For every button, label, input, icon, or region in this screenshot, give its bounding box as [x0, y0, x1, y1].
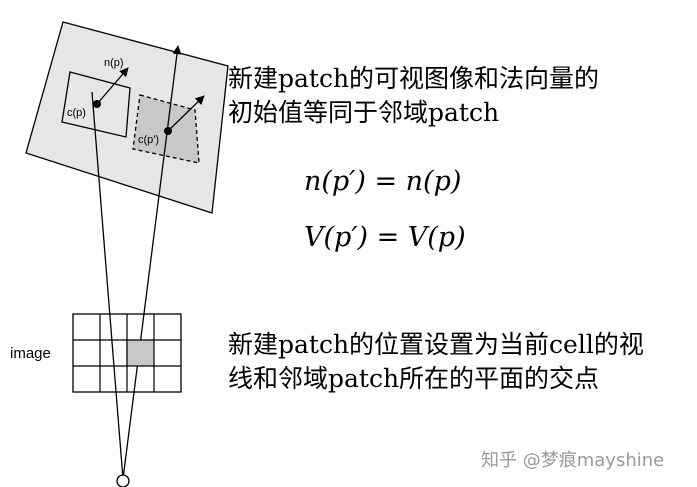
- center-point-p-prime: [164, 127, 172, 135]
- equation-visibility: V(p′) = V(p): [304, 222, 466, 253]
- description-1-line-2: 初始值等同于邻域patch: [228, 98, 500, 127]
- center-label-p: c(p): [67, 107, 86, 119]
- center-label-p-prime: c(p'): [138, 134, 159, 146]
- normal-label: n(p): [104, 57, 124, 69]
- image-label: image: [10, 345, 51, 362]
- viewing-ray-2: [122, 45, 182, 480]
- watermark: 知乎 @梦痕mayshine: [481, 450, 665, 471]
- grid-highlight-cell: [126, 340, 154, 366]
- description-1-line-1: 新建patch的可视图像和法向量的: [228, 64, 600, 93]
- description-2-line-2: 线和邻域patch所在的平面的交点: [228, 364, 600, 393]
- center-point-p: [93, 100, 101, 108]
- description-2-line-1: 新建patch的位置设置为当前cell的视: [228, 330, 644, 359]
- viewing-ray-1: [91, 91, 124, 480]
- camera-center: [116, 474, 130, 487]
- patch-p: [61, 71, 131, 138]
- equation-normal: n(p′) = n(p): [304, 166, 462, 197]
- normal-arrow-p: [96, 67, 129, 105]
- image-grid: [72, 313, 182, 393]
- normal-arrow-p-prime: [167, 95, 205, 132]
